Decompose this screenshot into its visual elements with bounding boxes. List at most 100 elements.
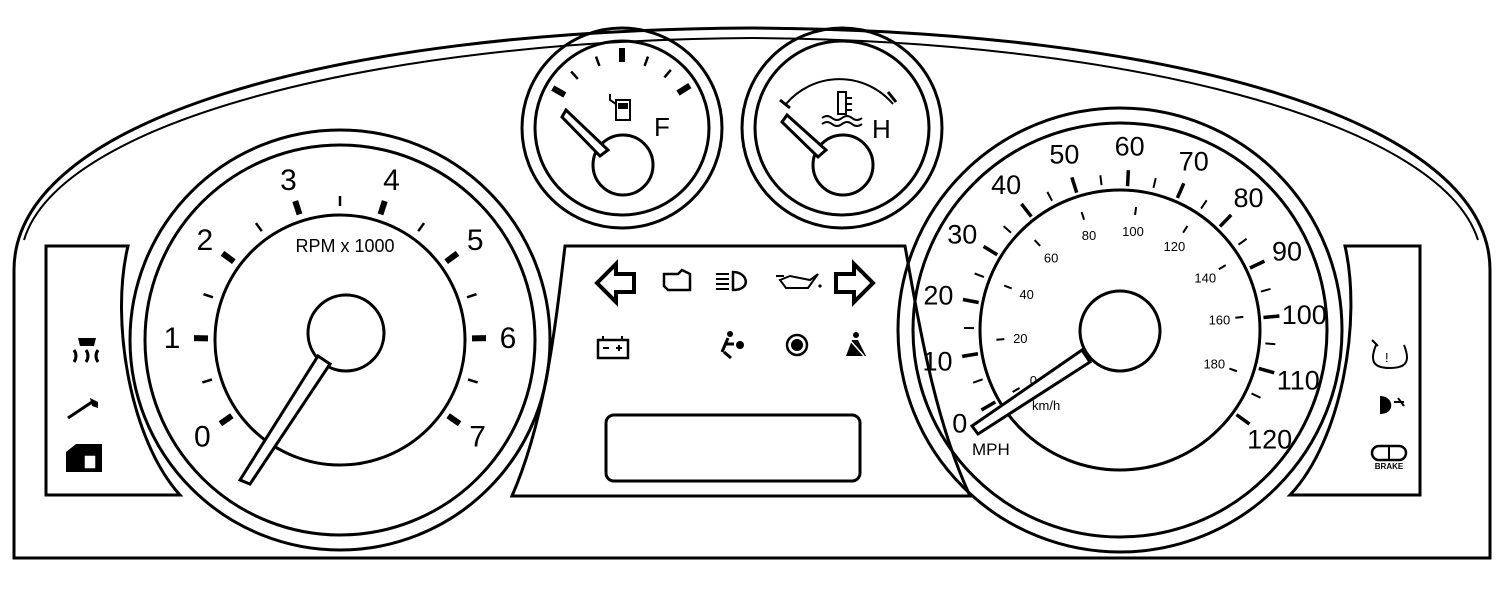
kmh-scale-label: 80	[1082, 228, 1096, 243]
brake-warning-icon: BRAKE	[1370, 444, 1408, 471]
tachometer-scale-label: 3	[280, 164, 297, 197]
mph-tick	[1175, 182, 1186, 199]
kmh-scale-label: 180	[1203, 356, 1225, 371]
cluster-bezel	[12, 26, 1492, 560]
traction-control-icon	[72, 338, 100, 363]
mph-scale-label: 100	[1282, 300, 1327, 330]
seatbelt-icon	[846, 332, 866, 357]
kmh-tick	[1218, 264, 1227, 271]
right-indicator-panel	[1286, 244, 1422, 497]
tachometer-tick	[417, 222, 426, 232]
kmh-tick	[1182, 225, 1189, 234]
tachometer-scale-label: 0	[194, 420, 211, 453]
temperature-needle	[780, 112, 829, 160]
kmh-scale-label: 160	[1209, 312, 1231, 327]
mph-tick	[1260, 288, 1271, 293]
tachometer-tick	[467, 378, 478, 384]
mph-tick	[982, 244, 999, 257]
mph-tick	[1070, 176, 1079, 194]
mph-tick	[1125, 170, 1131, 187]
fuel-gauge: F	[520, 26, 724, 230]
mph-tick	[1200, 199, 1208, 210]
odometer-display	[604, 413, 862, 483]
mph-scale-label: 80	[1233, 183, 1263, 213]
kmh-tick	[1003, 284, 1013, 290]
tachometer-scale-label: 5	[467, 224, 484, 257]
mph-tick	[1258, 366, 1275, 375]
mph-unit-label: MPH	[972, 440, 1010, 459]
left-indicator-panel	[44, 244, 184, 497]
mph-scale-label: 60	[1115, 131, 1145, 161]
coolant-temperature-icon	[821, 91, 863, 127]
mph-tick	[962, 297, 979, 305]
mph-scale-label: 40	[991, 170, 1021, 200]
tire-pressure-icon: !	[1371, 339, 1408, 370]
mph-tick	[1020, 202, 1033, 218]
abs-icon	[785, 333, 809, 357]
fuel-pump-icon	[609, 94, 631, 121]
tachometer-scale-label: 1	[164, 322, 181, 355]
headlamp-high-beam-icon	[716, 270, 747, 292]
mph-scale-label: 0	[952, 409, 967, 439]
kmh-tick	[996, 338, 1005, 341]
kmh-tick	[1235, 315, 1244, 319]
mph-tick	[1251, 392, 1261, 399]
kmh-scale-label: 60	[1044, 250, 1058, 265]
fuel-gauge-tick	[676, 83, 692, 96]
fuel-gauge-tick	[551, 85, 567, 98]
tachometer-needle	[237, 353, 333, 486]
tachometer-tick	[218, 413, 234, 427]
cluster-inner-bezel	[23, 36, 1479, 241]
kmh-tick	[1080, 211, 1086, 221]
kmh-scale-label: 40	[1019, 287, 1033, 302]
brake-label: BRAKE	[1375, 462, 1404, 471]
check-engine-icon	[662, 268, 692, 292]
temperature-gauge: H	[740, 26, 944, 230]
mph-tick	[1263, 314, 1280, 320]
temperature-hot-label: H	[872, 114, 891, 144]
kmh-scale-label: 120	[1164, 239, 1186, 254]
mph-tick	[980, 400, 997, 412]
oil-pressure-icon	[776, 273, 822, 289]
tachometer-tick	[377, 200, 388, 216]
mph-scale-label: 50	[1049, 140, 1079, 170]
mph-scale-label: 70	[1179, 146, 1209, 176]
mph-scale-label: 10	[923, 347, 953, 377]
mph-tick	[1237, 238, 1248, 246]
mph-tick	[1152, 177, 1157, 189]
battery-charging-icon	[596, 336, 630, 360]
wrench-service-icon	[67, 398, 98, 420]
fuel-gauge-tick	[570, 70, 579, 80]
fuel-needle	[560, 107, 611, 158]
kmh-tick	[1012, 387, 1021, 393]
fuel-full-label: F	[654, 112, 670, 142]
auto-lamp-icon	[1380, 396, 1405, 414]
airbag-icon	[720, 331, 744, 360]
tachometer-tick	[203, 292, 214, 299]
mph-tick	[1046, 191, 1053, 202]
tachometer-scale-label: 7	[469, 420, 486, 453]
tachometer-tick	[446, 413, 462, 427]
mph-tick	[1099, 175, 1103, 186]
mph-tick	[1235, 413, 1251, 426]
tachometer-label: RPM x 1000	[295, 236, 394, 256]
speedometer-needle	[969, 347, 1093, 437]
center-warning-panel	[509, 244, 973, 498]
mph-scale-label: 30	[947, 219, 977, 249]
tachometer-scale-label: 2	[196, 224, 213, 257]
tachometer-tick	[466, 292, 477, 299]
mph-tick	[974, 272, 985, 279]
kmh-tick	[1229, 367, 1238, 373]
kmh-scale-label: 140	[1194, 271, 1216, 286]
mph-tick	[961, 352, 979, 359]
kmh-scale-label: 20	[1013, 331, 1027, 346]
mph-tick	[1249, 259, 1266, 270]
tachometer-tick	[202, 378, 213, 384]
mph-scale-label: 110	[1277, 365, 1320, 395]
mph-tick	[1002, 225, 1012, 234]
kmh-scale-label: 100	[1122, 224, 1144, 239]
kmh-unit-label: km/h	[1032, 398, 1060, 413]
door-ajar-icon	[66, 444, 102, 472]
left-turn-signal-icon	[594, 259, 636, 307]
